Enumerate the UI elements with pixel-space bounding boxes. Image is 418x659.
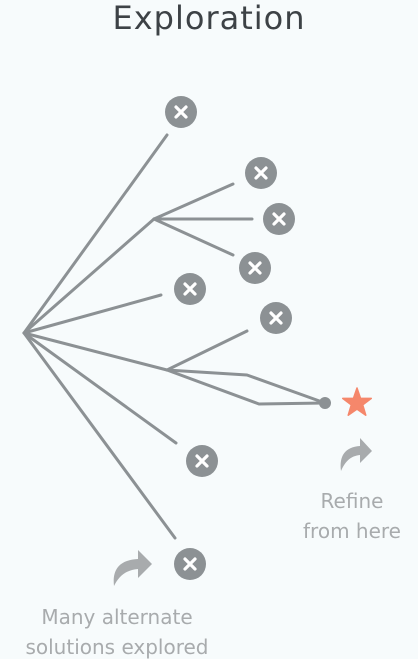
rejected-node-close-icon (263, 203, 295, 235)
rejected-node-close-icon (174, 548, 206, 580)
branch-line (22, 331, 178, 445)
branch-line (22, 331, 177, 540)
branch-lines (22, 133, 327, 540)
alternates-caption-line: Many alternate (41, 605, 193, 629)
rejected-node-close-icon (186, 445, 218, 477)
rejected-nodes (165, 96, 295, 580)
curved-arrow-icon (340, 438, 372, 471)
rejected-node-close-icon (260, 302, 292, 334)
branch-line (165, 329, 249, 372)
branch-line (152, 182, 235, 221)
diagram-title: Exploration (112, 0, 306, 37)
branch-line (165, 368, 327, 406)
branch-line (22, 133, 169, 335)
curved-arrow-icon (113, 550, 152, 586)
alternates-caption-line: solutions explored (25, 635, 209, 659)
rejected-node-close-icon (165, 96, 197, 128)
branch-line (165, 368, 327, 405)
rejected-node-close-icon (245, 157, 277, 189)
branch-line (152, 217, 235, 257)
branch-line (22, 331, 169, 372)
refine-caption-line: Refine (320, 489, 384, 513)
rejected-node-close-icon (174, 273, 206, 305)
alternates-caption: Many alternate solutions explored (0, 602, 234, 659)
endpoint-dot (319, 397, 331, 409)
refine-caption: Refine from here (288, 486, 416, 546)
branch-line (22, 217, 156, 335)
star-icon (341, 387, 373, 416)
rejected-node-close-icon (239, 252, 271, 284)
branch-line (22, 293, 163, 335)
refine-caption-line: from here (303, 519, 401, 543)
